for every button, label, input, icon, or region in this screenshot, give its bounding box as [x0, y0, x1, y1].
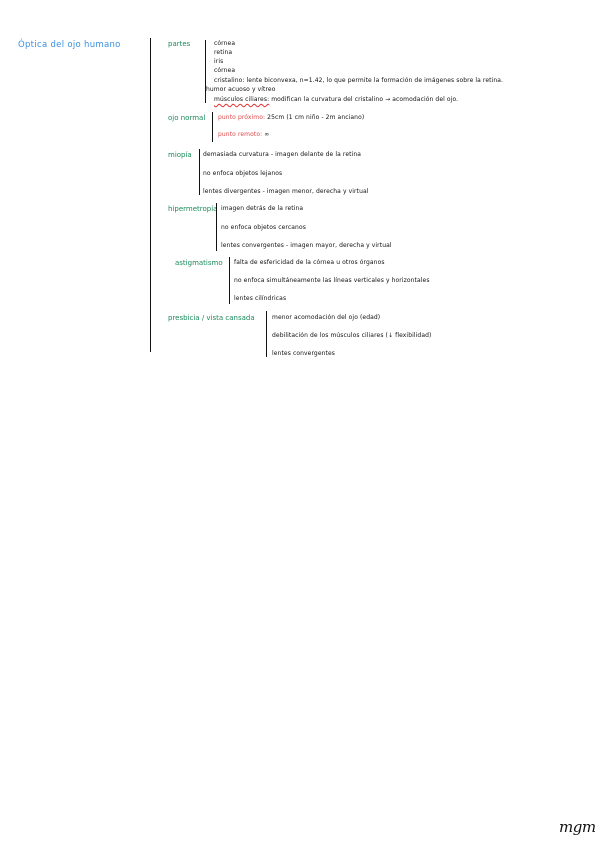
punto-proximo: punto próximo: 25cm (1 cm niño - 2m anci…: [218, 114, 364, 122]
punto-proximo-text: 25cm (1 cm niño - 2m anciano): [267, 114, 365, 121]
hipermetropia-heading: hipermetropía: [168, 205, 218, 213]
list-item: no enfoca objetos lejanos: [203, 170, 283, 177]
punto-remoto-label: punto remoto:: [218, 131, 263, 138]
punto-remoto-text: ∞: [264, 131, 270, 138]
list-item-cristalino: cristalino: lente biconvexa, n=1.42, lo …: [214, 77, 504, 84]
partes-heading: partes: [168, 40, 191, 48]
miopia-bracket: [199, 149, 200, 195]
list-item: debilitación de los músculos ciliares (↓…: [272, 332, 432, 339]
punto-proximo-label: punto próximo:: [218, 114, 266, 121]
ojo-normal-heading: ojo normal: [168, 114, 206, 122]
list-item: iris: [214, 58, 224, 65]
astigmatismo-heading: astigmatismo: [175, 259, 223, 267]
signature: mgm: [559, 818, 596, 836]
list-item: no enfoca objetos cercanos: [221, 224, 306, 231]
list-item: lentes cilíndricas: [234, 295, 287, 302]
list-item: córnea: [214, 67, 236, 74]
hipermetropia-bracket: [216, 203, 217, 251]
astigmatismo-bracket: [229, 257, 230, 304]
musculos-label: músculos ciliares:: [214, 96, 270, 103]
page-title: Óptica del ojo humano: [18, 40, 121, 50]
punto-remoto: punto remoto: ∞: [218, 131, 269, 139]
list-item: lentes convergentes: [272, 350, 335, 357]
list-item: humor acuoso y vítreo: [206, 86, 276, 93]
presbicia-bracket: [266, 311, 267, 357]
list-item: falta de esfericidad de la córnea u otro…: [234, 259, 385, 266]
list-item: córnea: [214, 40, 236, 47]
list-item: demasiada curvatura - imagen delante de …: [203, 151, 362, 158]
list-item: menor acomodación del ojo (edad): [272, 314, 381, 321]
list-item-musculos: músculos ciliares: modifican la curvatur…: [214, 96, 458, 104]
list-item: retina: [214, 49, 233, 56]
musculos-text: modifican la curvatura del cristalino → …: [271, 96, 459, 103]
ojo-normal-bracket: [212, 112, 213, 142]
main-divider: [150, 38, 151, 352]
list-item: imagen detrás de la retina: [221, 205, 304, 212]
partes-bracket: [205, 40, 206, 103]
presbicia-heading: presbicia / vista cansada: [168, 314, 255, 322]
list-item: no enfoca simultáneamente las líneas ver…: [234, 277, 430, 284]
list-item: lentes divergentes - imagen menor, derec…: [203, 188, 369, 195]
miopia-heading: miopía: [168, 151, 192, 159]
list-item: lentes convergentes - imagen mayor, dere…: [221, 242, 392, 249]
